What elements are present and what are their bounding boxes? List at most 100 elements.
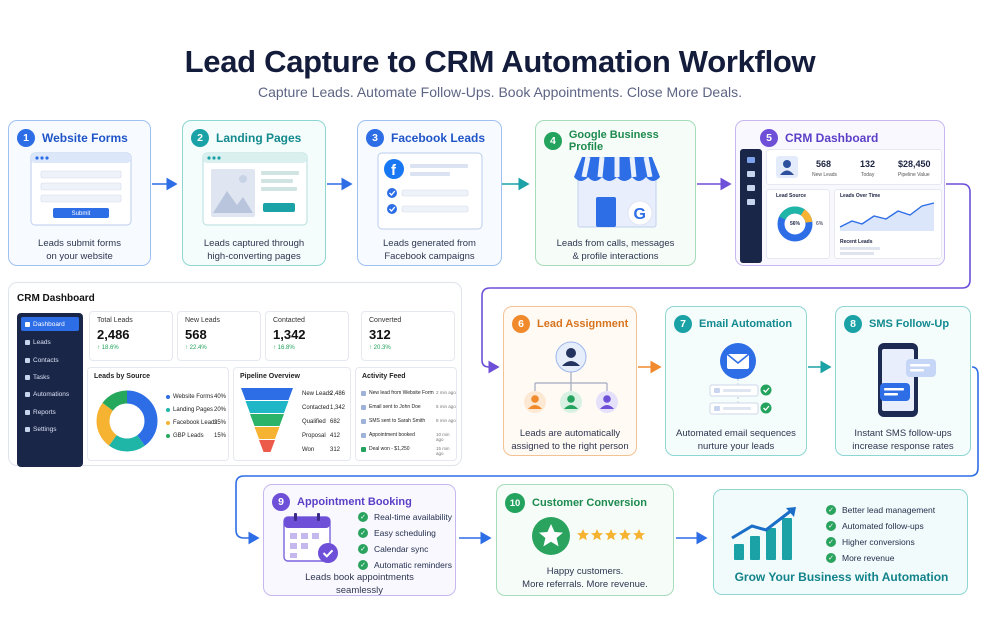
sidebar-item-dashboard[interactable]: Dashboard xyxy=(21,317,79,331)
legend-swatch xyxy=(166,408,170,412)
automations-icon xyxy=(25,391,30,397)
legend-label: Landing Pages xyxy=(173,407,214,413)
page-title: Lead Capture to CRM Automation Workflow xyxy=(184,44,816,79)
check-icon: ✓ xyxy=(358,512,368,522)
funnel-stage-value: 412 xyxy=(330,433,341,439)
check-icon: ✓ xyxy=(358,544,368,554)
star-rating-icon xyxy=(532,517,645,555)
check-icon: ✓ xyxy=(358,560,368,570)
mini-lead-source-title: Lead Source xyxy=(776,193,807,199)
step-number: 9 xyxy=(272,493,290,511)
legend-label: Website Forms xyxy=(173,394,214,400)
activity-icon xyxy=(361,447,366,452)
donut-slice xyxy=(96,390,158,452)
check-icon: ✓ xyxy=(358,528,368,538)
legend-item: Facebook Leads xyxy=(166,420,217,426)
step-desc-line: Happy customers. xyxy=(546,566,624,577)
step-desc-line: high-converting pages xyxy=(207,251,301,262)
crm-dashboard-panel: CRM Dashboard Dashboard Leads Contacts T… xyxy=(8,282,462,467)
reports-icon xyxy=(25,409,30,415)
pipeline-title: Pipeline Overview xyxy=(240,373,300,380)
step-number: 6 xyxy=(512,315,530,333)
mini-recent-lead-row xyxy=(840,252,874,255)
mini-lead-source-panel xyxy=(766,189,830,259)
legend-value: 25% xyxy=(214,420,227,426)
legend-value: 20% xyxy=(214,407,227,413)
mini-recent-leads-title: Recent Leads xyxy=(840,239,873,245)
page-subtitle: Capture Leads. Automate Follow-Ups. Book… xyxy=(257,84,743,100)
tasks-icon xyxy=(25,374,30,380)
step-title: Customer Conversion xyxy=(532,497,647,509)
step-title: Appointment Booking xyxy=(297,496,412,508)
funnel-stage xyxy=(254,427,280,439)
mini-stat-value: 132 xyxy=(860,159,876,169)
activity-feed-title: Activity Feed xyxy=(362,373,406,380)
activity-time: 15 min ago xyxy=(436,446,450,456)
step-number: 8 xyxy=(844,315,862,333)
sidebar-item-reports[interactable]: Reports xyxy=(21,405,79,419)
step-number: 7 xyxy=(674,315,692,333)
step-desc-line: seamlessly xyxy=(336,585,383,596)
funnel-stage-label: Won xyxy=(302,447,315,453)
settings-icon xyxy=(25,426,30,432)
step-number: 2 xyxy=(191,129,209,147)
pipeline-funnel xyxy=(241,388,293,452)
grow-title: Grow Your Business with Automation xyxy=(734,570,949,584)
browser-form-icon xyxy=(30,152,132,226)
activity-time: 5 min ago xyxy=(436,404,456,409)
sidebar-item-settings[interactable]: Settings xyxy=(21,422,79,436)
mini-line-chart xyxy=(839,202,935,231)
mini-donut-chart xyxy=(777,206,813,242)
step-title: Facebook Leads xyxy=(391,131,486,145)
activity-icon xyxy=(361,405,366,410)
leads-by-source-title: Leads by Source xyxy=(94,373,151,380)
step-desc-line: Leads from calls, messages xyxy=(556,238,675,249)
leads-by-source-donut xyxy=(96,390,158,452)
step-desc-line: Leads book appointments xyxy=(305,572,414,583)
sidebar-item-leads[interactable]: Leads xyxy=(21,335,79,349)
svg-text:f: f xyxy=(391,162,397,179)
step-desc-line: Leads captured through xyxy=(203,238,305,249)
mini-stat-value: $28,450 xyxy=(898,159,931,169)
sidebar-item-automations[interactable]: Automations xyxy=(21,387,79,401)
activity-time: 10 min ago xyxy=(436,432,450,442)
mini-stat-label: Today xyxy=(861,172,875,178)
mini-dashboard-sidebar xyxy=(740,149,762,263)
step-title: Landing Pages xyxy=(216,131,302,145)
calendar-icon xyxy=(283,513,338,563)
step-title: Google Business Profile xyxy=(568,129,659,153)
sidebar-item-contacts[interactable]: Contacts xyxy=(21,353,79,367)
activity-text: SMS sent to Sarah Smith xyxy=(369,418,426,424)
step-desc-line: Automated email sequences xyxy=(676,428,796,439)
mini-sidebar-icons xyxy=(747,157,755,205)
donut-slice xyxy=(96,390,158,452)
svg-text:G: G xyxy=(634,206,646,223)
activity-icon xyxy=(361,419,366,424)
mini-stat-label: Pipeline Value xyxy=(898,172,930,178)
funnel-stage xyxy=(241,388,293,400)
funnel-stage-label: New Leads xyxy=(302,391,333,397)
legend-label: GBP Leads xyxy=(173,433,204,439)
mini-stat-value: 568 xyxy=(816,159,832,169)
funnel-stage xyxy=(250,414,284,426)
activity-text: Email sent to John Doe xyxy=(369,404,421,410)
crm-dashboard-title: CRM Dashboard xyxy=(17,293,95,304)
activity-time: 2 min ago xyxy=(436,390,456,395)
legend-item: Landing Pages xyxy=(166,407,213,413)
check-icon: ✓ xyxy=(826,521,836,531)
sidebar-item-tasks[interactable]: Tasks xyxy=(21,370,79,384)
step-desc-line: Leads generated from xyxy=(383,238,476,249)
step-desc-line: Leads submit forms xyxy=(38,238,121,249)
submit-button[interactable]: Submit xyxy=(71,211,91,217)
contacts-icon xyxy=(25,357,30,363)
dashboard-icon xyxy=(25,321,30,327)
